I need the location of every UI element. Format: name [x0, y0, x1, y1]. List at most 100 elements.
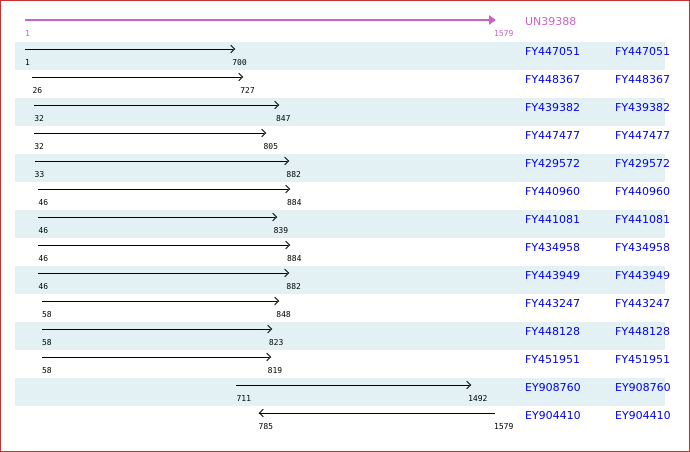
alignment-row: 46 884 FY434958 FY434958: [15, 238, 670, 266]
alignment-arrow: [34, 105, 277, 106]
alignment-row: 711 1492 EY908760 EY908760: [15, 378, 671, 406]
accession-link[interactable]: FY440960: [525, 185, 581, 198]
accession-link[interactable]: FY439382: [525, 101, 581, 114]
arrowhead-icon: [271, 296, 280, 306]
alignment-arrow: [38, 245, 288, 246]
end-coordinate: 884: [286, 254, 302, 263]
start-coordinate: 33: [34, 170, 45, 179]
alignment-arrow: [38, 217, 275, 218]
end-coordinate: 1492: [468, 394, 488, 403]
alignment-row: 58 819 FY451951 FY451951: [15, 350, 670, 378]
query-arrowhead-icon: [489, 15, 496, 25]
accession-link-secondary[interactable]: FY434958: [615, 241, 671, 254]
accession-link[interactable]: FY447477: [525, 129, 581, 142]
alignment-row: 1 700 FY447051 FY447051: [15, 42, 670, 70]
alignment-row: 32 805 FY447477 FY447477: [15, 126, 670, 154]
arrowhead-icon: [268, 212, 277, 222]
accession-link-secondary[interactable]: FY429572: [615, 157, 671, 170]
alignment-arrow: [38, 273, 288, 274]
accession-link-secondary[interactable]: FY439382: [615, 101, 671, 114]
query-start-label: 1: [25, 29, 30, 38]
alignment-arrow: [32, 77, 242, 78]
alignment-arrow: [41, 301, 278, 302]
accession-link[interactable]: FY443949: [525, 269, 581, 282]
accession-link-secondary[interactable]: FY441081: [615, 213, 671, 226]
end-coordinate: 848: [276, 310, 291, 319]
accession-link[interactable]: EY908760: [525, 381, 581, 394]
query-end-label: 1579: [494, 29, 514, 38]
alignment-row: 785 1579 EY904410 EY904410: [15, 406, 671, 434]
end-coordinate: 700: [232, 58, 247, 67]
end-coordinate: 882: [286, 170, 301, 179]
arrowhead-icon: [258, 128, 267, 138]
accession-link-secondary[interactable]: FY448367: [615, 73, 671, 86]
arrowhead-icon: [281, 184, 291, 194]
accession-link[interactable]: FY447051: [525, 45, 581, 58]
accession-link[interactable]: FY448367: [525, 73, 581, 86]
accession-link[interactable]: FY451951: [525, 353, 581, 366]
end-coordinate: 805: [263, 142, 278, 151]
accession-link-secondary[interactable]: FY440960: [615, 185, 671, 198]
start-coordinate: 1: [25, 58, 30, 67]
accession-link[interactable]: FY443247: [525, 297, 581, 310]
end-coordinate: 819: [267, 366, 283, 375]
accession-link[interactable]: FY448128: [525, 325, 581, 338]
accession-link-secondary[interactable]: FY447051: [615, 45, 671, 58]
arrowhead-icon: [462, 380, 472, 390]
arrowhead-icon: [270, 100, 280, 110]
alignment-arrow: [34, 161, 288, 162]
alignment-row: 46 884 FY440960 FY440960: [15, 182, 670, 210]
alignment-row: 58 823 FY448128 FY448128: [15, 322, 670, 350]
start-coordinate: 26: [32, 86, 43, 95]
accession-link-secondary[interactable]: FY451951: [615, 353, 671, 366]
accession-link[interactable]: EY904410: [525, 409, 581, 422]
alignment-arrow: [38, 189, 288, 190]
start-coordinate: 46: [38, 254, 49, 263]
alignment-row: 26 727 FY448367 FY448367: [15, 70, 670, 98]
accession-link-secondary[interactable]: FY448128: [615, 325, 671, 338]
start-coordinate: 32: [34, 142, 44, 151]
arrowhead-icon: [258, 408, 267, 418]
alignment-row: 46 882 FY443949 FY443949: [15, 266, 670, 294]
start-coordinate: 58: [41, 366, 52, 375]
alignment-arrow: [34, 133, 265, 134]
end-coordinate: 884: [286, 198, 302, 207]
arrowhead-icon: [281, 268, 290, 278]
arrowhead-icon: [262, 352, 271, 362]
alignment-row: 33 882 FY429572 FY429572: [15, 154, 670, 182]
alignment-row: 58 848 FY443247 FY443247: [15, 294, 670, 322]
accession-link-secondary[interactable]: EY908760: [615, 381, 671, 394]
accession-link-secondary[interactable]: EY904410: [615, 409, 671, 422]
end-coordinate: 882: [286, 282, 301, 291]
alignment-arrow: [25, 49, 234, 50]
start-coordinate: 46: [38, 198, 49, 207]
end-coordinate: 839: [273, 226, 289, 235]
end-coordinate: 823: [268, 338, 284, 347]
alignment-row: 32 847 FY439382 FY439382: [15, 98, 670, 126]
accession-link-secondary[interactable]: FY443949: [615, 269, 671, 282]
arrowhead-icon: [281, 156, 290, 166]
arrowhead-icon: [226, 44, 236, 54]
start-coordinate: 46: [38, 282, 49, 291]
accession-link-secondary[interactable]: FY443247: [615, 297, 671, 310]
arrowhead-icon: [281, 240, 291, 250]
accession-link[interactable]: FY441081: [525, 213, 581, 226]
start-coordinate: 58: [41, 310, 52, 319]
accession-link-secondary[interactable]: FY447477: [615, 129, 671, 142]
start-coordinate: 58: [41, 338, 52, 347]
alignment-arrow: [41, 357, 269, 358]
end-coordinate: 727: [240, 86, 255, 95]
alignment-arrow: [41, 329, 270, 330]
alignment-arrow: [236, 385, 470, 386]
start-coordinate: 711: [236, 394, 251, 403]
start-coordinate: 46: [38, 226, 49, 235]
start-coordinate: 32: [34, 114, 44, 123]
end-coordinate: 847: [275, 114, 291, 123]
start-coordinate: 785: [258, 422, 273, 431]
query-bar: [25, 19, 495, 21]
accession-link[interactable]: FY434958: [525, 241, 581, 254]
end-coordinate: 1579: [494, 422, 514, 431]
accession-link[interactable]: FY429572: [525, 157, 581, 170]
query-accession: UN39388: [525, 15, 577, 28]
alignment-row: 46 839 FY441081 FY441081: [15, 210, 670, 238]
